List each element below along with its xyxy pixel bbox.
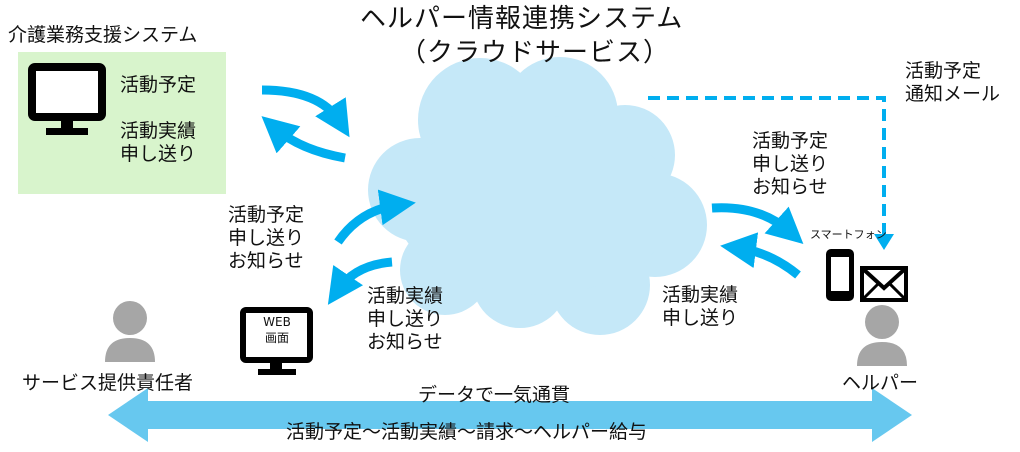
arrow-cloud-to-web xyxy=(327,257,393,305)
helper-person-label: ヘルパー xyxy=(842,372,919,394)
care-system-send-label: 活動予定 xyxy=(120,74,197,96)
bottom-double-arrow xyxy=(108,388,912,442)
web-screen-label: WEB 画面 xyxy=(263,315,291,345)
manager-person-icon xyxy=(105,301,155,362)
bottom-arrow-label-2: 活動予定～活動実績～請求～ヘルパー給与 xyxy=(286,421,648,443)
web-receive-label: 活動実績 申し送り お知らせ xyxy=(367,285,444,354)
cloud-shape xyxy=(368,57,707,335)
email-notification-arrow xyxy=(648,96,886,235)
email-notification-label: 活動予定 通知メール xyxy=(905,60,1001,106)
monitor-icon xyxy=(28,63,106,135)
manager-person-label: サービス提供責任者 xyxy=(22,372,194,394)
page-subtitle: （クラウドサービス） xyxy=(400,38,671,68)
arrow-cloud-to-care xyxy=(261,116,346,163)
web-monitor-icon xyxy=(240,307,313,375)
email-arrow-head xyxy=(874,234,894,250)
care-system-name: 介護業務支援システム xyxy=(8,24,198,46)
smartphone-label: スマートフォン xyxy=(810,228,887,241)
care-system-receive-label: 活動実績 申し送り xyxy=(120,120,197,166)
helper-person-icon xyxy=(857,305,907,366)
arrow-care-to-cloud xyxy=(261,85,350,138)
envelope-icon xyxy=(860,266,908,302)
web-send-label: 活動予定 申し送り お知らせ xyxy=(228,204,305,273)
helper-send-label: 活動実績 申し送り xyxy=(662,284,739,330)
arrow-phone-to-cloud xyxy=(720,232,801,279)
smartphone-icon xyxy=(826,249,854,301)
page-title: ヘルパー情報連携システム xyxy=(360,4,684,34)
helper-receive-label: 活動予定 申し送り お知らせ xyxy=(752,130,829,199)
arrow-web-to-cloud xyxy=(334,189,416,245)
bottom-arrow-label-1: データで一気通貫 xyxy=(418,384,571,406)
arrow-cloud-to-phone xyxy=(711,203,804,245)
